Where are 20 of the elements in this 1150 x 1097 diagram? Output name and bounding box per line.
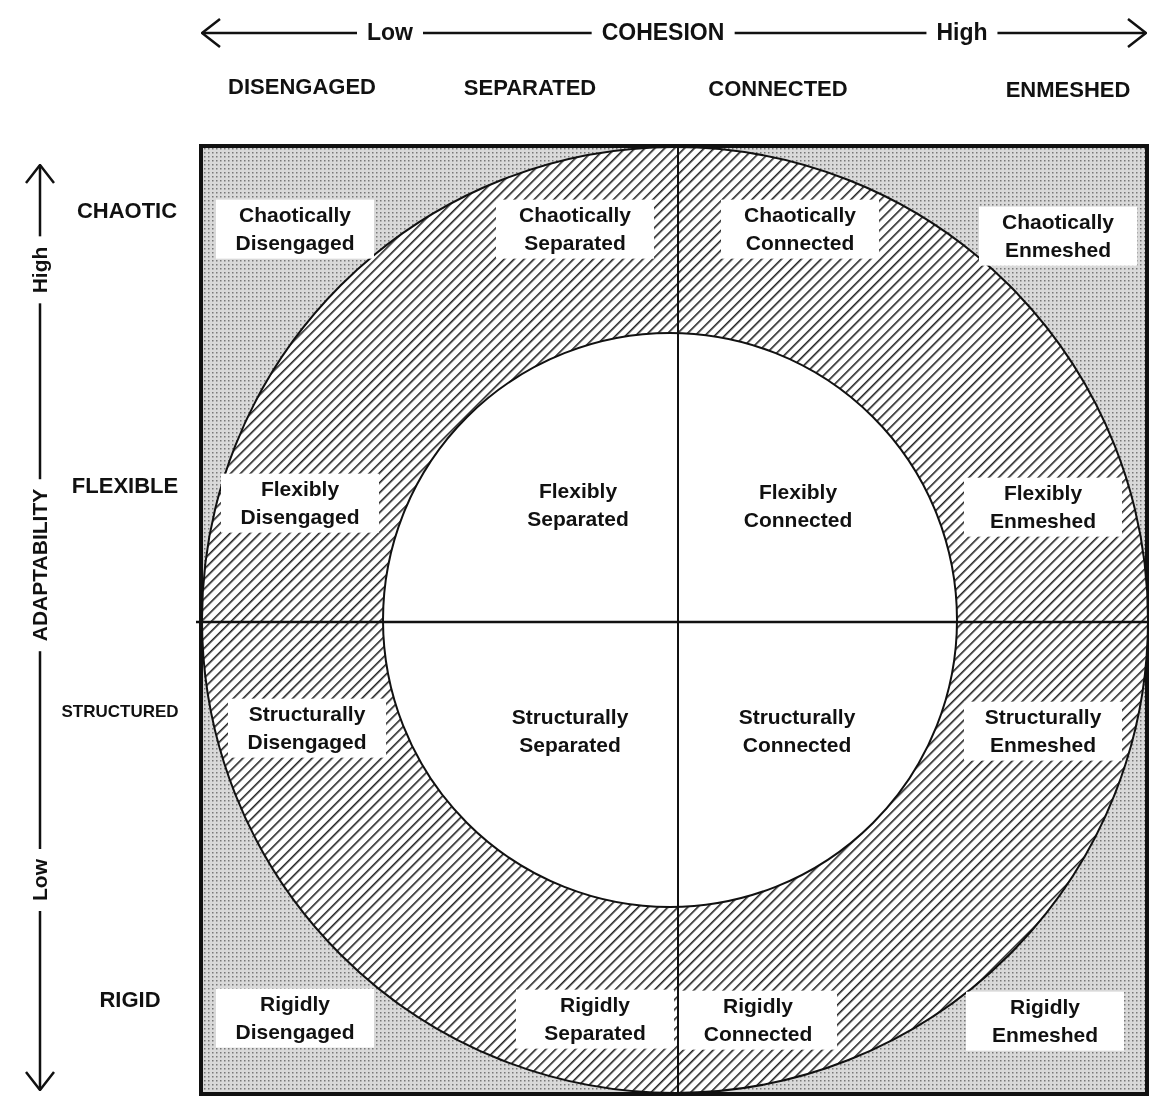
quadrant-label: Chaotically Connected bbox=[721, 199, 879, 259]
quadrant-label: Flexibly Disengaged bbox=[221, 473, 379, 533]
quadrant-label: Flexibly Enmeshed bbox=[964, 477, 1122, 537]
category-label: SEPARATED bbox=[463, 74, 597, 103]
category-label: STRUCTURED bbox=[61, 700, 179, 723]
quadrant-label: Rigidly Disengaged bbox=[216, 988, 374, 1048]
quadrant-label: Chaotically Disengaged bbox=[216, 199, 374, 259]
quadrant-label: Rigidly Separated bbox=[516, 989, 674, 1049]
category-label: ENMESHED bbox=[1005, 76, 1131, 105]
quadrant-label: Structurally Disengaged bbox=[228, 698, 386, 758]
quadrant-label: Structurally Enmeshed bbox=[964, 701, 1122, 761]
quadrant-label: Rigidly Connected bbox=[679, 990, 837, 1050]
quadrant-label: Chaotically Enmeshed bbox=[979, 206, 1137, 266]
category-label: CONNECTED bbox=[708, 75, 848, 104]
category-label: RIGID bbox=[99, 986, 161, 1015]
quadrant-label: Chaotically Separated bbox=[496, 199, 654, 259]
category-label: DISENGAGED bbox=[228, 73, 376, 102]
category-label: CHAOTIC bbox=[76, 197, 178, 226]
category-label: FLEXIBLE bbox=[71, 472, 179, 501]
quadrant-label: Rigidly Enmeshed bbox=[966, 991, 1124, 1051]
